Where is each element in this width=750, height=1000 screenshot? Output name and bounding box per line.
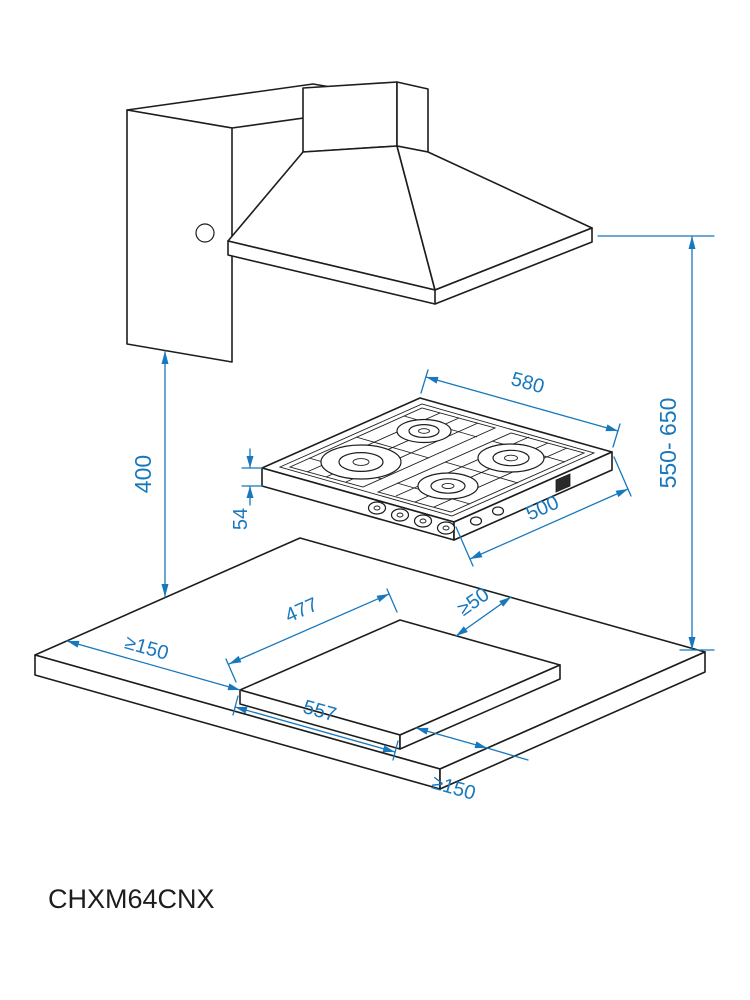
- cooker-hood: [227, 81, 593, 305]
- dim-wall-unit-height-label: 400: [130, 455, 156, 493]
- worktop-cutout: [239, 619, 561, 750]
- gas-hob: [261, 397, 613, 541]
- dim-hob-built-in-depth: 54: [230, 448, 263, 530]
- worktop: [34, 537, 706, 790]
- hood-chimney: [302, 81, 398, 153]
- dim-wall-unit-height: 400: [130, 350, 169, 598]
- model-label: CHXM64CNX: [48, 884, 215, 914]
- dim-front-clearance-label: ≥150: [429, 772, 478, 805]
- wall-outlet-icon: [195, 223, 215, 243]
- dim-hob-width-label: 580: [509, 368, 547, 398]
- control-knobs: [367, 473, 571, 535]
- gas-inlet: [555, 473, 571, 493]
- dim-hood-height-range-label: 550- 650: [655, 398, 681, 489]
- dim-hob-built-in-depth-label: 54: [230, 508, 252, 530]
- dim-hood-height-range: 550- 650: [597, 235, 715, 651]
- burners: [320, 418, 545, 500]
